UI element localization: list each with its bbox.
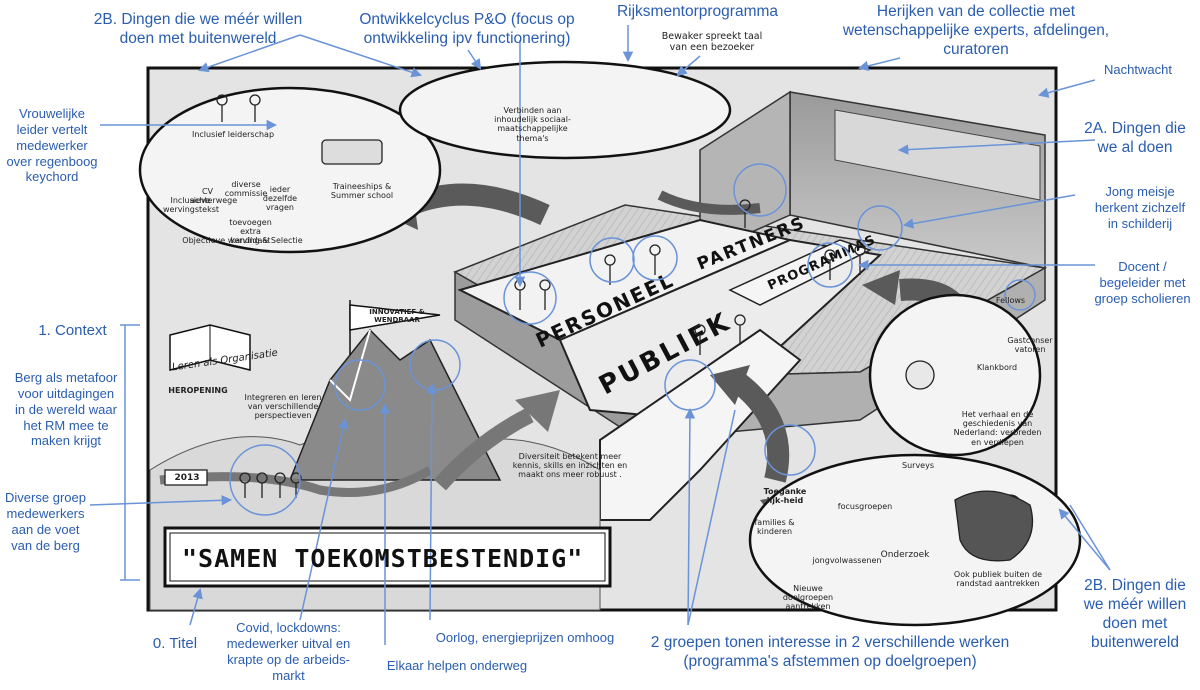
annotation-oorlog: Oorlog, energieprijzen omhoog (435, 630, 615, 645)
annotation-2b-top: 2B. Dingen die we méér willen doen met b… (93, 11, 303, 47)
doodle-figures (164, 94, 1034, 562)
annotation-docent: Docent / begeleider met groep scholieren (1094, 259, 1191, 306)
annotation-diverse: Diverse groep medewerkers aan de voet va… (5, 490, 86, 553)
flag-icon (349, 300, 441, 355)
bubble-partners (868, 293, 1042, 457)
label-klankbord: Klankbord (976, 363, 1018, 372)
annotation-vrouwelijke: Vrouwelijke leider vertelt medewerker ov… (6, 106, 98, 185)
annotation-herijken: Herijken van de collectie met wetenschap… (842, 3, 1110, 58)
label-surveys: Surveys (902, 461, 934, 470)
label-cv: CV achterwege (190, 187, 238, 206)
label-innovatief: INNOVATIEF & WENDBAAR (369, 308, 425, 325)
label-toegankelijkheid: Toeganke lijk-heid (763, 487, 807, 506)
label-randstad: Ook publiek buiten de randstad aantrekke… (953, 570, 1043, 589)
annotation-twee-groepen: 2 groepen tonen interesse in 2 verschill… (650, 634, 1010, 670)
label-inclusief: Inclusief leiderschap (191, 130, 275, 139)
label-nieuwe: Nieuwe doelgroepen aantrekken (782, 584, 834, 612)
annotation-berg: Berg als metafoor voor uitdagingen in de… (14, 370, 118, 449)
bubble-ontwikkeling (398, 60, 732, 160)
label-jongvolwassenen: jongvolwassenen (812, 556, 882, 565)
label-focusgroepen: focusgroepen (837, 502, 893, 511)
annotation-ontwikkelcyclus: Ontwikkelcyclus P&O (focus op ontwikkeli… (359, 11, 575, 47)
label-traineeships: Traineeships & Summer school (330, 182, 394, 201)
label-diversiteit: Diversiteit betekent meer kennis, skills… (512, 452, 628, 480)
label-year: 2013 (174, 473, 200, 483)
annotation-nachtwacht: Nachtwacht (1104, 62, 1172, 77)
annotation-lines (89, 25, 1111, 645)
label-integreren: Integreren en leren van verschillende pe… (244, 393, 322, 421)
annotation-context: 1. Context (38, 322, 107, 339)
label-fellows: Fellows (995, 296, 1026, 305)
label-bewaker: Bewaker spreekt taal van een bezoeker (661, 31, 763, 53)
label-wervingstekst: Inclusieve wervingstekst (163, 196, 220, 215)
label-gastconservatoren: Gastconser vatoren (1007, 336, 1053, 355)
label-toevoegen: toevoegen extra kandidaat (229, 218, 272, 246)
annotation-jong-meisje: Jong meisje herkent zichzelf in schilder… (1094, 184, 1186, 231)
annotation-rijksmentor: Rijksmentorprogramma (616, 3, 779, 20)
label-verhaal: Het verhaal en de geschiedenis van Neder… (953, 410, 1042, 447)
annotation-covid: Covid, lockdowns: medewerker uitval en k… (226, 620, 351, 683)
label-vragen: ieder dezelfde vragen (262, 185, 298, 213)
label-objectieve: Objectieve werving & Selectie (182, 236, 303, 245)
main-title: "SAMEN TOEKOMSTBESTENDIG" (182, 544, 583, 573)
bubble-recruitment (138, 86, 442, 254)
label-families: families & kinderen (754, 518, 795, 537)
annotation-titel: 0. Titel (152, 635, 198, 652)
label-commissie: diverse commissie (224, 180, 268, 199)
label-onderzoek: Onderzoek (880, 550, 930, 560)
annotation-2a: 2A. Dingen die we al doen (1084, 120, 1186, 156)
label-heropening: HEROPENING (168, 386, 228, 395)
annotation-2b-bottom: 2B. Dingen die we méér willen doen met b… (1083, 577, 1187, 651)
label-verbinden: Verbinden aan inhoudelijk sociaal-maatsc… (494, 106, 571, 143)
annotation-elkaar: Elkaar helpen onderweg (386, 658, 528, 673)
title-banner (163, 526, 612, 588)
book-icon (169, 324, 251, 371)
